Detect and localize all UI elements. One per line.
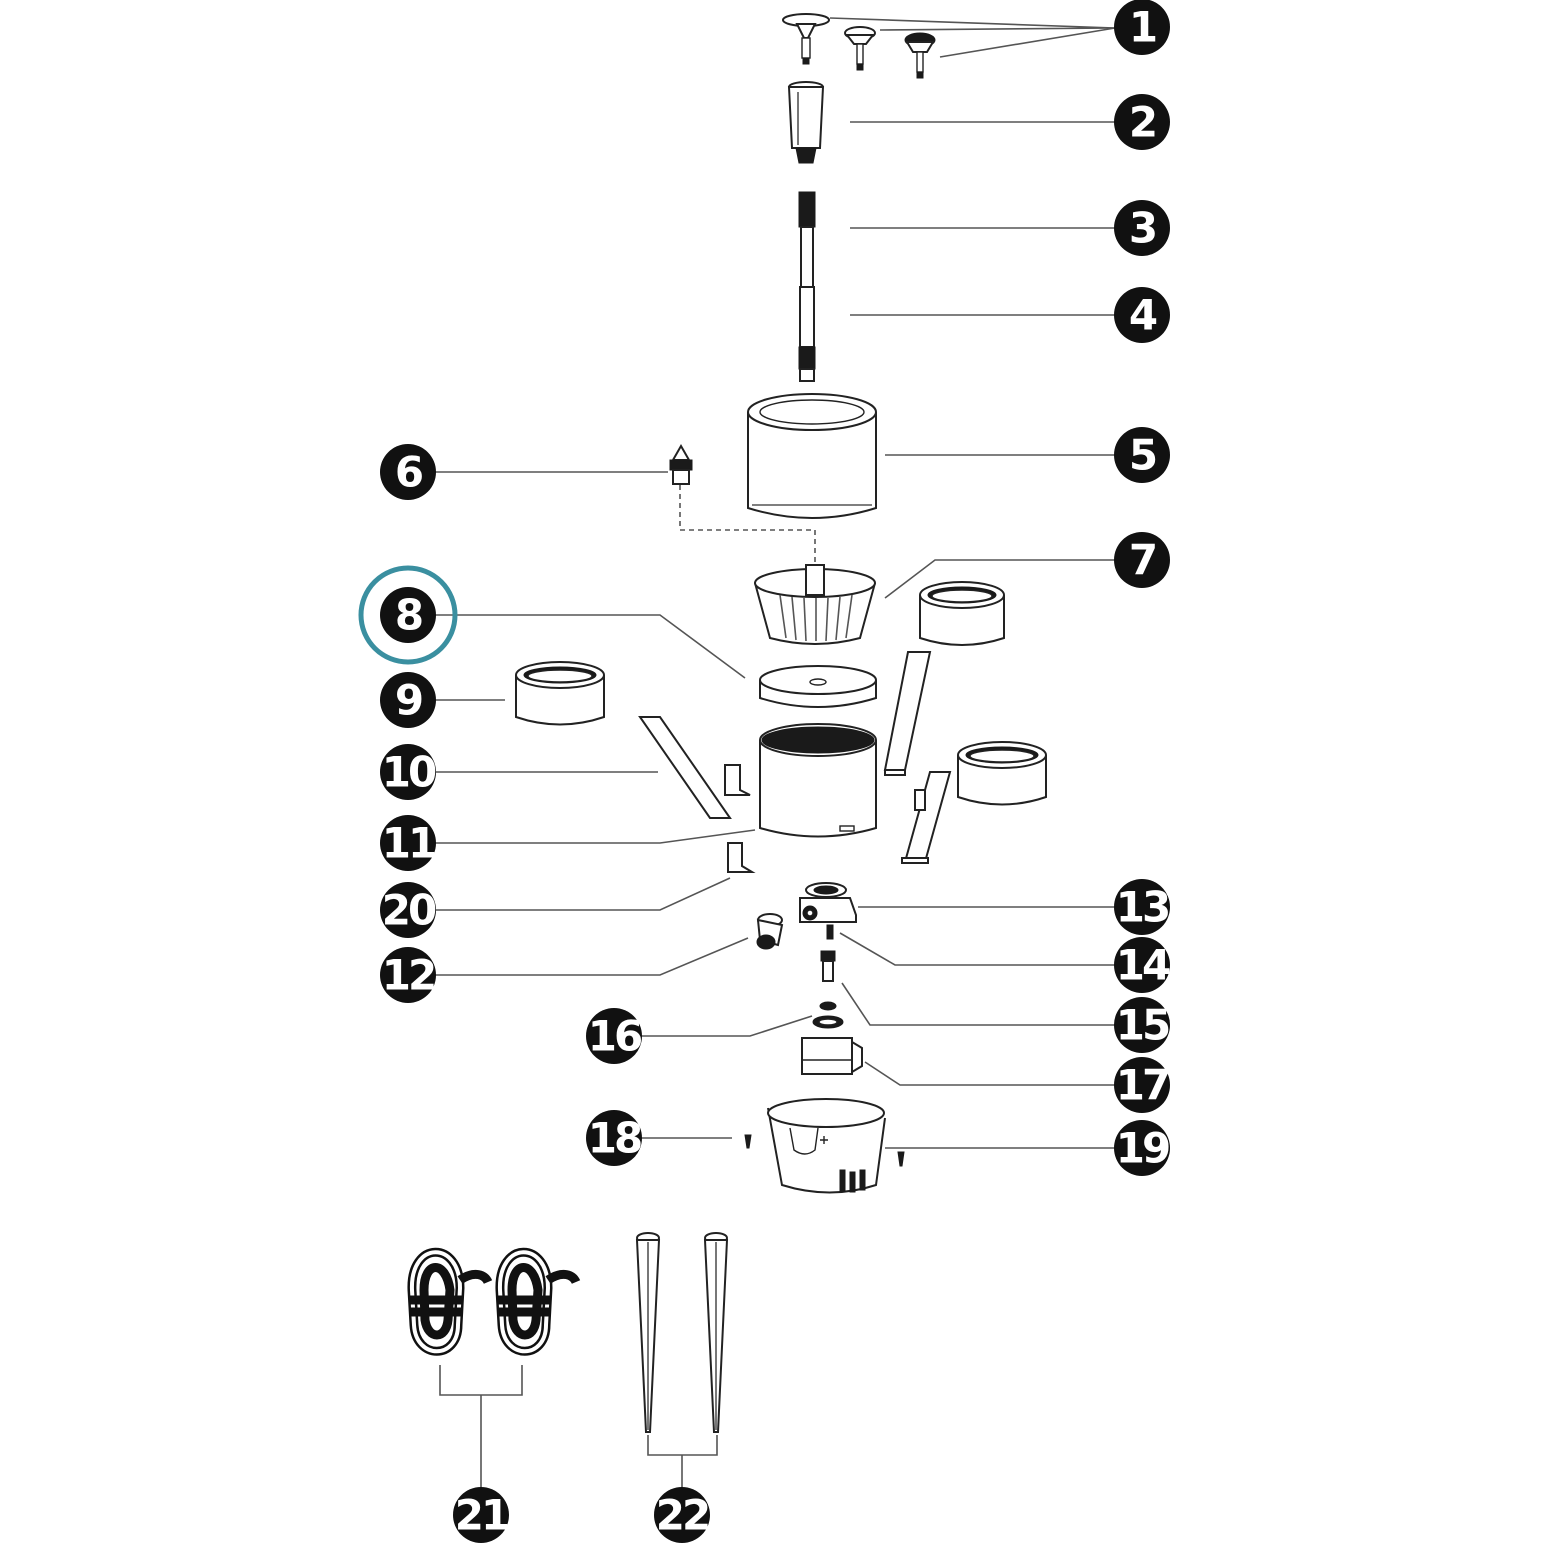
part-8-foam-disc — [759, 665, 877, 708]
callout-8: 8 — [380, 587, 436, 643]
svg-text:2: 2 — [1129, 98, 1155, 147]
part-13-pump-head — [799, 882, 857, 923]
svg-text:10: 10 — [382, 748, 436, 797]
callout-3: 3 — [1114, 200, 1170, 256]
part-6-valve — [669, 443, 693, 485]
callout-18: 18 — [586, 1110, 644, 1166]
callout-14: 14 — [1114, 937, 1173, 993]
part-21-ropes — [407, 1247, 581, 1356]
part-1-nozzles — [782, 13, 936, 79]
svg-text:4: 4 — [1129, 291, 1157, 340]
callout-15: 15 — [1114, 997, 1172, 1053]
callout-12: 12 — [380, 947, 437, 1003]
part-5-outer-housing — [747, 393, 877, 519]
part-9-foam-rings — [515, 581, 1047, 806]
callout-16: 16 — [586, 1008, 644, 1064]
callout-5: 5 — [1114, 427, 1170, 483]
callout-1: 1 — [1114, 0, 1170, 55]
svg-text:16: 16 — [588, 1012, 641, 1061]
svg-text:8: 8 — [395, 591, 422, 640]
callout-9: 9 — [380, 672, 436, 728]
callout-13: 13 — [1114, 879, 1171, 935]
svg-text:22: 22 — [656, 1491, 708, 1540]
part-12-elbow-connector — [756, 913, 784, 950]
svg-text:14: 14 — [1116, 941, 1170, 990]
svg-text:3: 3 — [1129, 204, 1155, 253]
callout-19: 19 — [1114, 1120, 1172, 1176]
callout-11: 11 — [380, 815, 438, 871]
callout-4: 4 — [1114, 287, 1170, 343]
svg-text:17: 17 — [1116, 1061, 1168, 1110]
svg-text:13: 13 — [1116, 883, 1168, 932]
svg-text:5: 5 — [1129, 431, 1156, 480]
callout-2: 2 — [1114, 94, 1170, 150]
callout-17: 17 — [1114, 1057, 1171, 1113]
svg-text:1: 1 — [1129, 3, 1156, 52]
svg-text:12: 12 — [382, 951, 434, 1000]
part-20-clips — [724, 764, 926, 873]
callout-22: 22 — [654, 1487, 711, 1543]
callout-6: 6 — [380, 444, 436, 500]
part-14-15-impeller — [820, 924, 836, 982]
callout-8-highlight-ring — [358, 565, 458, 665]
part-16-gasket — [812, 1001, 844, 1029]
svg-text:7: 7 — [1129, 536, 1155, 585]
callout-21: 21 — [453, 1487, 511, 1543]
leader-lines — [435, 17, 1116, 1490]
svg-text:19: 19 — [1116, 1124, 1169, 1173]
svg-text:6: 6 — [395, 448, 422, 497]
part-3-4-extension-tube — [798, 191, 816, 382]
part-7-filter-basket — [754, 564, 876, 645]
part-17-pump-motor — [801, 1037, 863, 1075]
part-11-inner-chamber — [759, 723, 877, 838]
svg-text:11: 11 — [382, 819, 435, 868]
svg-text:21: 21 — [455, 1491, 508, 1540]
svg-text:20: 20 — [382, 886, 436, 935]
part-base-housing — [767, 1098, 886, 1194]
part-10-support-arms — [638, 651, 952, 864]
svg-text:15: 15 — [1116, 1001, 1169, 1050]
callout-7: 7 — [1114, 532, 1170, 588]
svg-text:9: 9 — [395, 676, 422, 725]
part-22-ground-stakes — [635, 1232, 729, 1433]
callout-10: 10 — [380, 744, 439, 800]
callout-20: 20 — [380, 882, 439, 938]
svg-text:18: 18 — [588, 1114, 641, 1163]
part-2-adapter — [787, 81, 825, 164]
part-18-19-screws — [744, 1134, 905, 1167]
